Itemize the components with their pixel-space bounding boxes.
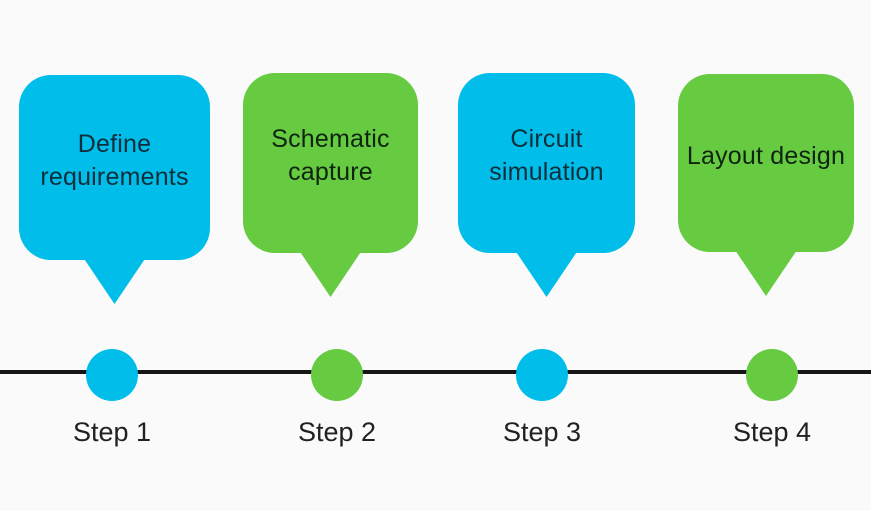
timeline-dot-2 [311, 349, 363, 401]
step-bubble-3-title: Circuit simulation [489, 125, 604, 186]
step-bubble-3: Circuit simulation [458, 73, 635, 253]
step-bubble-2-title: Schematic capture [271, 125, 390, 186]
timeline-dot-1 [86, 349, 138, 401]
timeline-dot-3 [516, 349, 568, 401]
timeline-dot-4 [746, 349, 798, 401]
step-label-2: Step 2 [297, 417, 377, 447]
step-bubble-1-title: Define requirements [40, 129, 189, 191]
timeline-line [0, 370, 871, 374]
step-bubble-1: Define requirements [19, 75, 210, 260]
step-label-3: Step 3 [502, 417, 582, 447]
step-bubble-4-title: Layout design [686, 141, 846, 170]
step-bubble-4: Layout design [678, 74, 854, 252]
step-label-1: Step 1 [72, 417, 152, 447]
step-label-4: Step 4 [732, 417, 812, 447]
step-bubble-2: Schematic capture [243, 73, 418, 253]
